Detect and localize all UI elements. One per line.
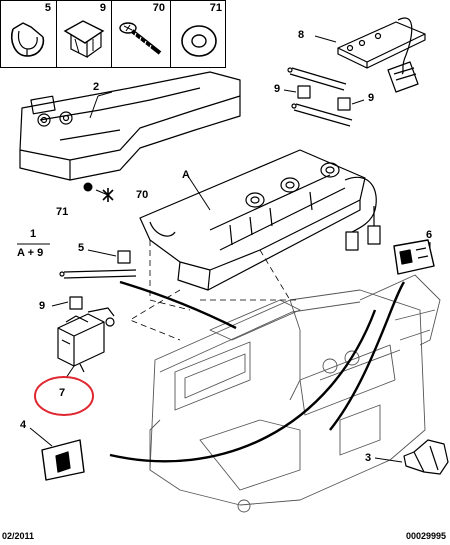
legend-cell-70: 70 — [112, 1, 171, 67]
clip-marker — [117, 250, 131, 264]
callout-7: 7 — [59, 387, 66, 399]
legend-cell-5: 5 — [1, 1, 57, 67]
upper-duct — [19, 71, 241, 181]
assembly-lines — [129, 240, 300, 341]
legend-number: 9 — [99, 2, 106, 14]
leader-curve-part6 — [329, 281, 406, 431]
legend-number: 5 — [44, 2, 51, 14]
callout-8: 8 — [298, 29, 305, 41]
legend-cell-71: 71 — [171, 1, 227, 67]
callout-9-a: 9 — [274, 83, 281, 95]
parts-legend: 5 9 70 71 — [0, 0, 226, 68]
callout-9-c: 9 — [39, 300, 46, 312]
footer-date: 02/2011 — [2, 531, 35, 541]
part70-marker — [102, 188, 114, 202]
legend-number: 71 — [209, 2, 222, 14]
callout-1: 1 — [30, 228, 37, 240]
legend-number: 70 — [152, 2, 165, 14]
clip-marker — [337, 97, 351, 111]
callout-1-sub: A + 9 — [17, 247, 44, 259]
callout-A: A — [182, 169, 190, 181]
clip-marker — [69, 296, 83, 310]
callout-5: 5 — [78, 242, 85, 254]
part71-marker — [83, 182, 93, 192]
heater-box-housing — [149, 274, 441, 513]
footer-reference: 00029995 — [405, 531, 446, 541]
leader-lines — [29, 35, 431, 463]
callout-6: 6 — [426, 229, 433, 241]
part6-icon — [393, 239, 435, 275]
leader-curve-part7 — [119, 280, 237, 330]
leader-curve-part4 — [109, 309, 377, 463]
control-knob — [403, 439, 449, 475]
callout-71: 71 — [56, 206, 69, 218]
callout-2: 2 — [93, 81, 100, 93]
actuator-motor — [57, 307, 115, 373]
clip-marker — [297, 85, 311, 99]
washer-icon — [181, 25, 217, 57]
rods — [59, 67, 353, 279]
callout-9-b: 9 — [368, 92, 375, 104]
clip-bracket-icon — [63, 20, 105, 58]
callout-3: 3 — [365, 452, 372, 464]
legend-cell-9: 9 — [57, 1, 112, 67]
hose-clip-icon — [11, 22, 45, 57]
highlight-circle — [34, 376, 94, 416]
part4-icon — [41, 439, 85, 481]
screw-icon — [119, 22, 162, 55]
control-panel-board — [337, 17, 426, 93]
main-bracket-assembly — [139, 149, 381, 291]
callout-70: 70 — [136, 189, 149, 201]
callout-4: 4 — [20, 419, 27, 431]
